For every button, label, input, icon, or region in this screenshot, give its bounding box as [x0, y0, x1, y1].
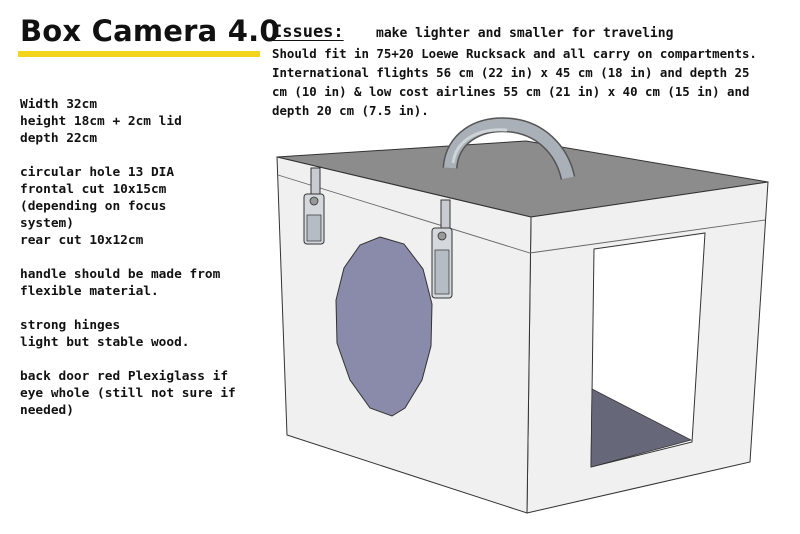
spec-line: flexible material.	[20, 284, 159, 299]
spec-line: handle should be made from	[20, 267, 221, 282]
issues-text: Should fit in 75+20 Loewe Rucksack and a…	[272, 44, 800, 120]
spec-line: strong hinges	[20, 318, 121, 333]
spec-line: depth 22cm	[20, 131, 98, 146]
spec-line: rear cut 10x12cm	[20, 233, 144, 248]
spec-line: needed)	[20, 403, 74, 418]
title-underline-bar	[18, 51, 260, 57]
issues-line: Should fit in 75+20 Loewe Rucksack and a…	[272, 46, 757, 61]
issues-line: depth 20 cm (7.5 in).	[272, 103, 429, 118]
spec-line: light but stable wood.	[20, 335, 190, 350]
issues-line: cm (10 in) & low cost airlines 55 cm (21…	[272, 84, 750, 99]
lens-hole	[335, 236, 433, 417]
specs-list: Width 32cm height 18cm + 2cm lid depth 2…	[20, 96, 270, 419]
latch-right	[431, 199, 453, 299]
issues-heading: Issues:	[272, 22, 344, 42]
issues-first-line: make lighter and smaller for traveling	[376, 26, 674, 41]
spec-line: eye whole (still not sure if	[20, 386, 236, 401]
spec-line: back door red Plexiglass if	[20, 369, 229, 384]
spec-line: height 18cm + 2cm lid	[20, 114, 182, 129]
rear-opening-floor	[590, 388, 693, 468]
lid-seam-line	[277, 174, 766, 254]
spec-line: circular hole 13 DIA	[20, 165, 175, 180]
issues-line: International flights 56 cm (22 in) x 45…	[272, 65, 750, 80]
latch-left	[303, 167, 325, 245]
spec-line: frontal cut 10x15cm	[20, 182, 167, 197]
page-title: Box Camera 4.0	[20, 14, 280, 48]
spec-line: (depending on focus	[20, 199, 167, 214]
spec-line: Width 32cm	[20, 97, 98, 112]
spec-line: system)	[20, 216, 74, 231]
